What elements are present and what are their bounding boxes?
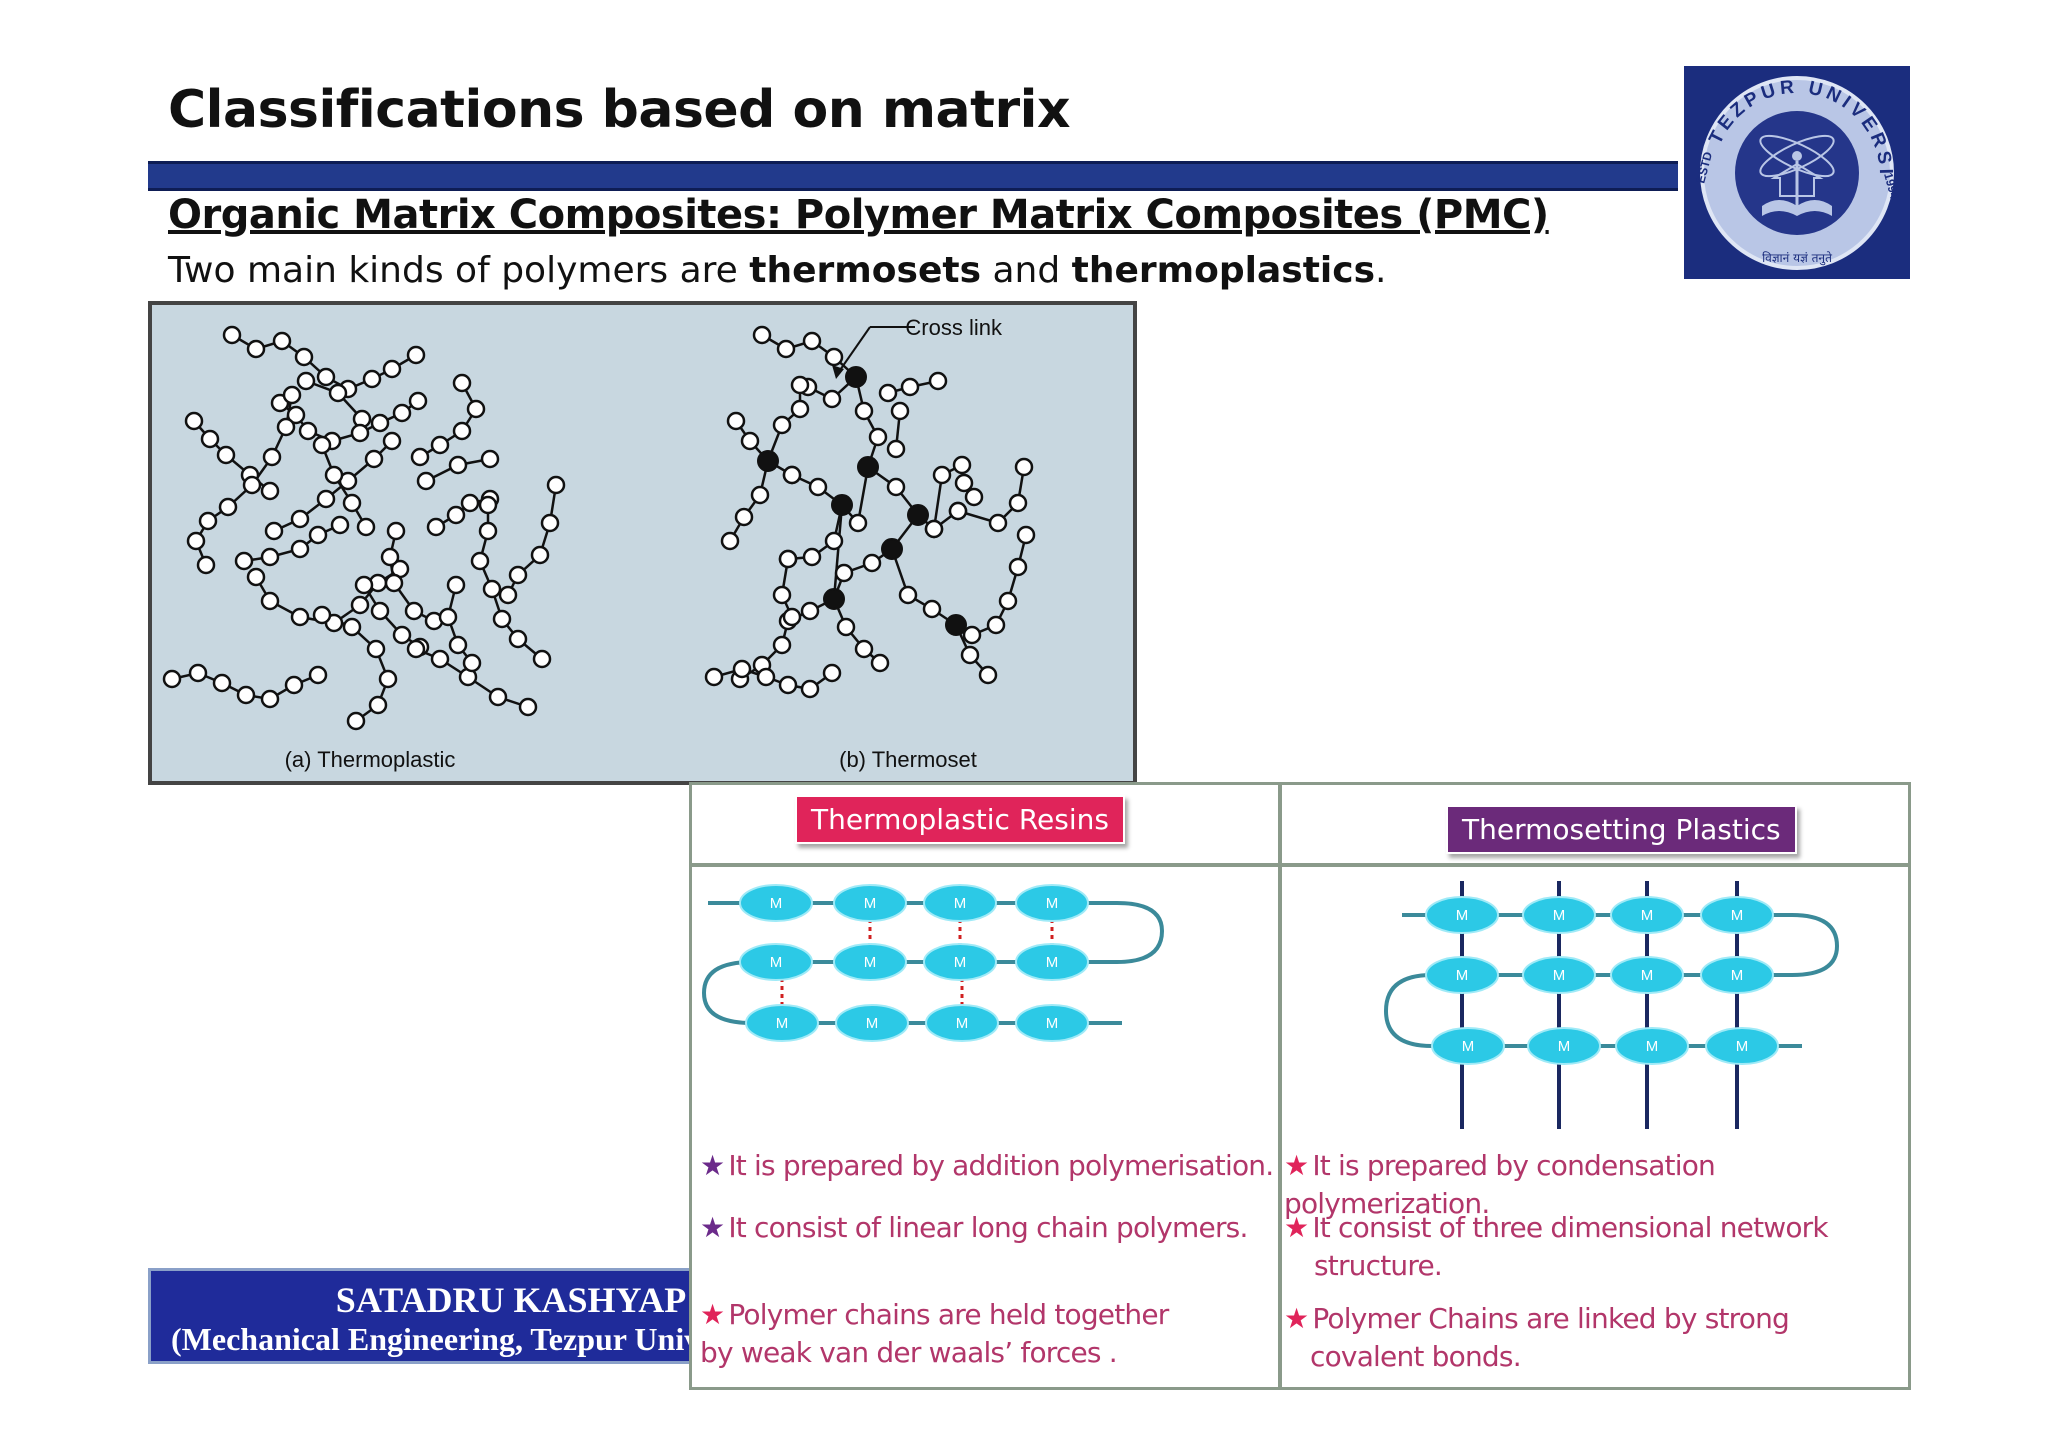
star-icon: ★ [1284, 1302, 1309, 1335]
thermoplastic-point-2: ★It consist of linear long chain polymer… [700, 1211, 1248, 1244]
svg-text:M: M [770, 954, 783, 971]
svg-text:M: M [866, 1015, 879, 1032]
monomer-unit: M [739, 943, 813, 981]
monomer-unit: M [739, 884, 813, 922]
logo-emblem-icon [1759, 134, 1835, 216]
thermoplastic-point-3: ★Polymer chains are held together by wea… [700, 1298, 1169, 1369]
svg-text:M: M [1553, 967, 1566, 984]
footer-author-name: SATADRU KASHYAP [335, 1280, 687, 1320]
thermoplastic-column: Thermoplastic Resins M M M M M M M M M M M M ★It is… [692, 785, 1278, 1387]
svg-text:M: M [1462, 1038, 1475, 1055]
footer-department: (Mechanical Engineering, Tezpur Universi… [171, 1321, 788, 1357]
thermoset-point-2: ★It consist of three dimensional network… [1284, 1211, 1829, 1282]
university-logo: TEZPUR UNIVERSITY ESTD 1994 विज्ञानं यज्… [1676, 50, 1910, 279]
svg-text:M: M [956, 1015, 969, 1032]
svg-text:M: M [1731, 907, 1744, 924]
svg-text:M: M [776, 1015, 789, 1032]
svg-text:M: M [864, 954, 877, 971]
thermoplastic-header-badge: Thermoplastic Resins [795, 795, 1125, 844]
polymer-structure-figure: Cross link (a) Thermoplastic (b) Thermos… [148, 301, 1137, 785]
intro-term-thermosets: thermosets [749, 250, 981, 291]
star-icon: ★ [1284, 1211, 1309, 1244]
star-icon: ★ [700, 1149, 725, 1182]
intro-term-thermoplastics: thermoplastics [1071, 250, 1376, 291]
monomer-unit: M [923, 943, 997, 981]
monomer-unit: M [1615, 1027, 1689, 1065]
monomer-unit: M [833, 884, 907, 922]
caption-thermoplastic: (a) Thermoplastic [285, 747, 456, 772]
intro-sentence: Two main kinds of polymers are thermoset… [168, 250, 1386, 291]
svg-text:M: M [1456, 967, 1469, 984]
svg-text:M: M [1646, 1038, 1659, 1055]
caption-thermoset: (b) Thermoset [839, 747, 977, 772]
intro-middle: and [981, 250, 1072, 291]
slide-title: Classifications based on matrix [168, 80, 1071, 140]
svg-text:M: M [1641, 907, 1654, 924]
svg-text:M: M [1046, 954, 1059, 971]
thermoplastic-chain-illustration: M M M M M M M M M M M M [701, 884, 1165, 1042]
section-subtitle: Organic Matrix Composites: Polymer Matri… [168, 192, 1549, 238]
star-icon: ★ [700, 1298, 725, 1331]
svg-text:M: M [1641, 967, 1654, 984]
svg-text:M: M [1046, 1015, 1059, 1032]
thermoset-network-illustration: M M M M M M M M M M M M [1383, 881, 1840, 1129]
svg-text:M: M [770, 895, 783, 912]
cross-link-label: Cross link [905, 315, 1003, 340]
svg-text:M: M [1736, 1038, 1749, 1055]
monomer-unit: M [1425, 956, 1499, 994]
monomer-unit: M [1700, 956, 1774, 994]
monomer-unit: M [1610, 956, 1684, 994]
monomer-unit: M [1610, 896, 1684, 934]
star-icon: ★ [1284, 1149, 1309, 1182]
star-icon: ★ [700, 1211, 725, 1244]
title-underline-bar [148, 161, 1678, 191]
logo-bottom-text: विज्ञानं यज्ञं तनुते [1762, 251, 1833, 266]
intro-suffix: . [1375, 250, 1387, 291]
monomer-unit: M [1700, 896, 1774, 934]
monomer-unit: M [833, 943, 907, 981]
svg-text:M: M [1731, 967, 1744, 984]
svg-text:M: M [954, 954, 967, 971]
thermoset-point-1: ★It is prepared by condensation polymeri… [1284, 1149, 1716, 1220]
intro-prefix: Two main kinds of polymers are [168, 250, 750, 291]
thermoplastic-vs-thermoset-table: Thermoplastic Resins M M M M M M M M M M M M ★It is… [689, 782, 1911, 1390]
thermoplastic-chain-diagram [162, 325, 566, 731]
monomer-unit: M [1015, 1004, 1089, 1042]
monomer-unit: M [1522, 896, 1596, 934]
logo-right-text: 1994 [1881, 171, 1902, 201]
svg-text:M: M [1456, 907, 1469, 924]
thermoset-chain-diagram [704, 325, 1036, 699]
thermoplastic-header-cell: Thermoplastic Resins [692, 785, 1278, 867]
thermoset-header-cell: Thermosetting Plastics [1282, 785, 1908, 867]
thermoset-header-badge: Thermosetting Plastics [1446, 805, 1797, 854]
monomer-unit: M [1431, 1027, 1505, 1065]
thermoset-column: Thermosetting Plastics M M M M M M M M M M M M ★It … [1278, 785, 1908, 1387]
svg-text:M: M [864, 895, 877, 912]
monomer-unit: M [835, 1004, 909, 1042]
monomer-unit: M [1705, 1027, 1779, 1065]
svg-text:M: M [1558, 1038, 1571, 1055]
monomer-unit: M [1522, 956, 1596, 994]
svg-text:M: M [1553, 907, 1566, 924]
thermoset-point-3: ★Polymer Chains are linked by strong cov… [1284, 1302, 1790, 1373]
monomer-unit: M [925, 1004, 999, 1042]
monomer-unit: M [1015, 884, 1089, 922]
monomer-unit: M [923, 884, 997, 922]
svg-text:M: M [1046, 895, 1059, 912]
monomer-unit: M [1527, 1027, 1601, 1065]
monomer-unit: M [745, 1004, 819, 1042]
monomer-unit: M [1425, 896, 1499, 934]
svg-text:M: M [954, 895, 967, 912]
monomer-unit: M [1015, 943, 1089, 981]
thermoplastic-point-1: ★It is prepared by addition polymerisati… [700, 1149, 1274, 1182]
